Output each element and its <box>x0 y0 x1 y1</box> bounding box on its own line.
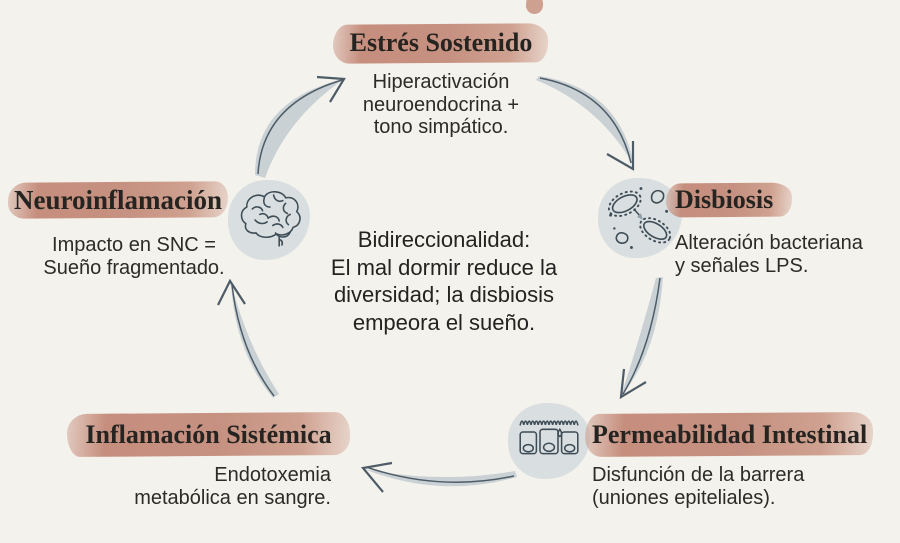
node-desc-neuroinflamacion: Impacto en SNC = Sueño fragmentado. <box>43 234 225 279</box>
brain-icon <box>228 180 310 260</box>
node-desc-disbiosis: Alteración bacteriana y señales LPS. <box>675 232 863 277</box>
node-title-disbiosis: Disbiosis <box>675 185 774 214</box>
intestinal-epithelium-icon <box>508 403 590 479</box>
node-estres-sostenido: Estrés Sostenido Hiperactivación neuroen… <box>330 22 552 139</box>
node-desc-permeabilidad: Disfunción de la barrera (uniones epitel… <box>592 464 805 509</box>
node-title-neuroinflamacion: Neuroinflamación <box>14 185 222 215</box>
node-title-permeabilidad: Permeabilidad Intestinal <box>592 420 868 449</box>
center-note: Bidireccionalidad: El mal dormir reduce … <box>330 227 558 335</box>
node-desc-estres: Hiperactivación neuroendocrina + tono si… <box>362 71 520 138</box>
node-inflamacion: Inflamación Sistémica Endotoxemia metabó… <box>66 412 351 509</box>
arrow-estres-to-disbiosis <box>536 76 635 171</box>
arrow-inflamacion-to-neuroinflamacion <box>217 278 279 398</box>
node-neuroinflamacion: Neuroinflamación Impacto en SNC = Sueño … <box>7 181 229 279</box>
arrow-neuroinflamacion-to-estres <box>255 75 346 178</box>
arrow-disbiosis-to-permeabilidad <box>619 277 663 400</box>
node-title-estres: Estrés Sostenido <box>349 28 533 57</box>
arrow-permeabilidad-to-inflamacion <box>360 461 517 493</box>
node-disbiosis: Disbiosis Alteración bacteriana y señale… <box>665 182 863 277</box>
node-desc-inflamacion: Endotoxemia metabólica en sangre. <box>134 464 331 509</box>
node-permeabilidad: Permeabilidad Intestinal Disfunción de l… <box>584 411 874 509</box>
node-title-inflamacion: Inflamación Sistémica <box>85 420 332 449</box>
